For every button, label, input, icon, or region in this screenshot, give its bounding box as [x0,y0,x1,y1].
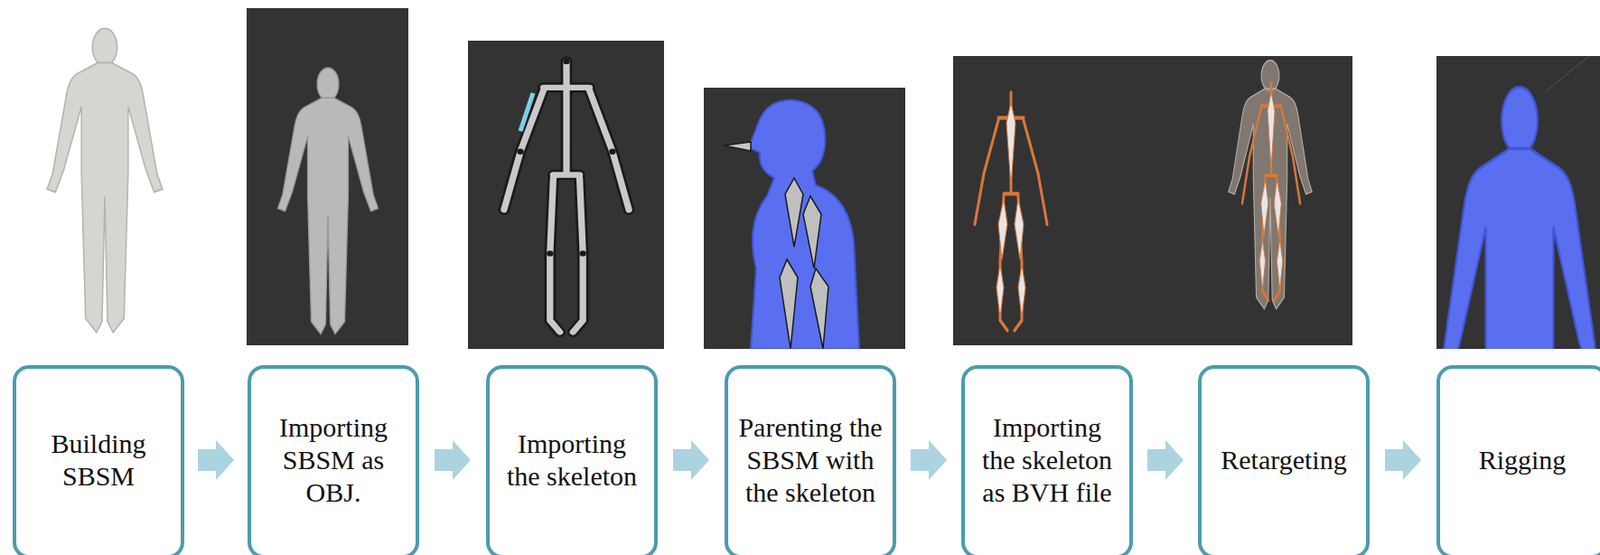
block-arrow [434,439,471,480]
step-label: Rigging [1478,443,1567,477]
step-label: Importing the skeleton as BVH file [973,411,1121,509]
process-box: Building SBSM [12,364,185,555]
block-arrow [910,439,947,480]
process-box: Importing the skeleton [486,364,658,555]
process-box: Rigging [1436,364,1600,555]
block-arrow [197,439,234,480]
step-label: Retargeting [1220,443,1347,477]
viewport-panel [246,8,409,346]
viewport-panel [467,40,665,349]
viewport-panel [953,56,1353,346]
block-arrow [1384,439,1422,480]
process-box: Importing the skeleton as BVH file [961,364,1133,555]
body-model [46,28,163,332]
step-label: Building SBSM [25,427,172,493]
process-box: Parenting the SBSM with the skeleton [724,364,897,555]
process-box: Retargeting [1197,364,1370,555]
block-arrow [673,439,710,480]
step-label: Importing the skeleton [498,427,646,493]
step-label: Parenting the SBSM with the skeleton [737,411,884,509]
step-label: Importing SBSM as OBJ. [260,411,407,509]
viewport-panel [703,87,906,349]
block-arrow [1147,439,1184,480]
process-box: Importing SBSM as OBJ. [247,364,420,555]
